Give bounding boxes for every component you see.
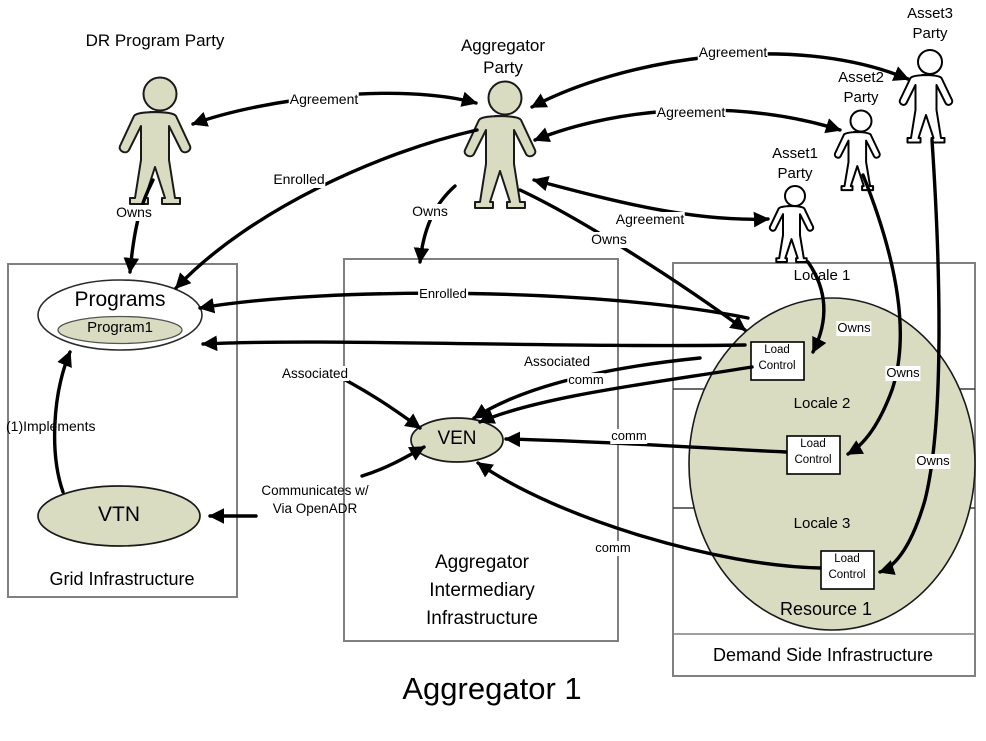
load-control-1-label-line1: Load	[764, 344, 790, 356]
asset2-party-figure	[833, 109, 881, 192]
load-control-3-label-line1: Load	[834, 553, 860, 565]
edge-label-owns-dr: Owns	[115, 204, 153, 221]
aggregator-party-label-line1: Aggregator	[460, 36, 546, 55]
edge-label-comm-2: comm	[610, 428, 648, 444]
edge-owns-aggregator-infra	[413, 184, 457, 264]
edge-implements-vtn-programs	[52, 350, 72, 494]
edge-label-comm-1: comm	[567, 372, 605, 388]
edge-label-enrolled-aggregator-programs: Enrolled	[272, 171, 326, 188]
load-control-2-label-line1: Load	[800, 438, 826, 450]
aggregator-intermediary-label-line3: Infrastructure	[426, 608, 538, 629]
load-control-box-3	[820, 550, 875, 590]
ven-ellipse	[410, 417, 504, 463]
edge-owns-asset1-lc1	[806, 260, 827, 354]
load-control-box-1	[750, 341, 805, 381]
load-control-1-label-line2: Control	[758, 360, 796, 372]
program1-ellipse	[57, 315, 183, 345]
aggregator-party-label-line2: Party	[483, 58, 523, 77]
ven-label: VEN	[437, 428, 477, 449]
asset1-party-label-line2: Party	[777, 165, 813, 182]
edge-communicates-ven	[360, 445, 426, 478]
edge-label-associated-left: Associated	[280, 366, 350, 382]
locale1-label: Locale 1	[793, 267, 851, 284]
aggregator-intermediary-label-line1: Aggregator	[434, 552, 530, 573]
edge-comm-lc2-ven	[504, 431, 788, 454]
programs-label: Programs	[74, 288, 166, 311]
edge-associated-lc1-programs	[201, 335, 747, 352]
edge-owns-asset3-lc3	[878, 138, 941, 575]
grid-infrastructure-label: Grid Infrastructure	[49, 569, 195, 589]
asset2-party-label-line2: Party	[843, 89, 879, 106]
edge-label-enrolled-resource-programs: Enrolled	[418, 286, 468, 302]
vtn-ellipse	[37, 485, 201, 547]
edge-label-owns-lc3: Owns	[915, 453, 951, 469]
edge-label-agreement-dr-aggregator: Agreement	[288, 91, 360, 108]
asset1-party-label-line1: Asset1	[772, 145, 818, 162]
locale2-label: Locale 2	[793, 395, 851, 412]
load-control-2-label-line2: Control	[794, 454, 832, 466]
vtn-label: VTN	[98, 503, 140, 526]
edge-owns-asset2-lc2	[846, 173, 902, 456]
edge-label-agreement-asset3: Agreement	[697, 44, 769, 61]
edge-label-communicates-line2: Via OpenADR	[272, 501, 358, 516]
edge-label-agreement-asset1: Agreement	[614, 211, 686, 228]
dr-program-party-label: DR Program Party	[85, 31, 225, 50]
asset2-party-label-line1: Asset2	[838, 69, 884, 86]
dr-program-party-figure	[118, 76, 192, 205]
demand-side-infrastructure-label: Demand Side Infrastructure	[712, 645, 934, 665]
locale3-label: Locale 3	[793, 515, 851, 532]
load-control-box-2	[786, 435, 841, 475]
asset3-party-label-line2: Party	[912, 25, 948, 42]
asset3-party-figure	[898, 49, 954, 144]
asset3-party-label-line1: Asset3	[907, 5, 953, 22]
edge-label-associated-right: Associated	[522, 354, 592, 370]
load-control-3-label-line2: Control	[828, 569, 866, 581]
aggregator-party-figure	[463, 80, 537, 209]
edge-label-comm-3: comm	[594, 540, 632, 556]
edge-label-owns-asset1: Owns	[590, 231, 628, 248]
edge-label-communicates-line1: Communicates w/	[261, 483, 369, 498]
resource1-label: Resource 1	[779, 599, 873, 619]
edge-comm-lc1-ven	[478, 365, 754, 424]
asset1-party-figure	[768, 185, 815, 263]
program1-label: Program1	[87, 319, 153, 336]
aggregator-intermediary-label-line2: Intermediary	[429, 580, 535, 601]
edge-label-owns-lc1: Owns	[836, 320, 872, 336]
edge-agreement-aggregator-asset1	[532, 176, 770, 228]
edge-label-owns-lc2: Owns	[885, 365, 921, 381]
edge-enrolled-aggregator-programs	[174, 128, 479, 290]
edge-label-owns-aggregator: Owns	[411, 203, 449, 220]
edge-label-implements: (1)Implements	[6, 418, 96, 434]
page-title: Aggregator 1	[402, 671, 582, 706]
edge-comm-lc3-ven	[476, 461, 822, 570]
edge-label-agreement-asset2: Agreement	[655, 104, 727, 121]
